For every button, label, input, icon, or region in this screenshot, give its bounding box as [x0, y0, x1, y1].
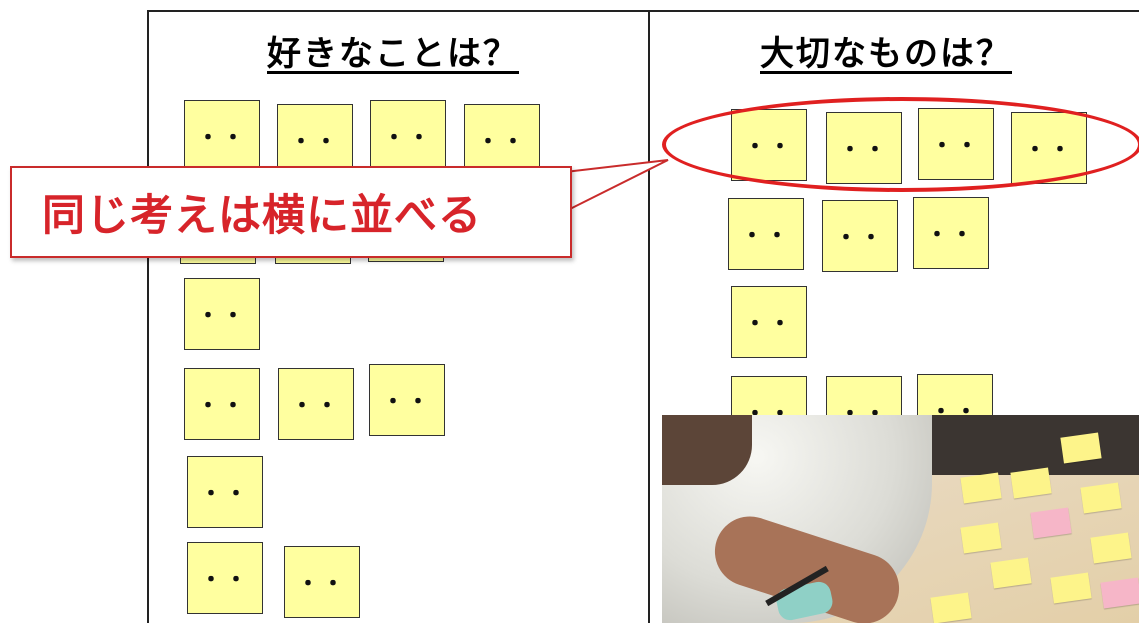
- sticky-note: ・・: [464, 104, 540, 176]
- photo-sticky-note: [1100, 577, 1139, 609]
- board-frame: [147, 10, 1139, 623]
- photo-sticky-note: [1080, 482, 1122, 514]
- sticky-note: ・・: [278, 368, 354, 440]
- sticky-note: ・・: [822, 200, 898, 272]
- sticky-note: ・・: [184, 368, 260, 440]
- callout-label: 同じ考えは横に並べる: [10, 166, 572, 258]
- classroom-photo: [662, 415, 1139, 623]
- sticky-note: ・・: [913, 197, 989, 269]
- photo-sticky-note: [990, 557, 1032, 589]
- sticky-note: ・・: [731, 286, 807, 358]
- photo-sticky-note: [1050, 572, 1092, 604]
- sticky-note: ・・: [284, 546, 360, 618]
- photo-person-head: [662, 415, 752, 485]
- photo-sticky-note: [1060, 432, 1102, 464]
- sticky-note: ・・: [369, 364, 445, 436]
- sticky-note: ・・: [187, 456, 263, 528]
- photo-sticky-note: [1010, 467, 1052, 499]
- photo-sticky-note: [960, 472, 1002, 504]
- sticky-note: ・・: [370, 100, 446, 172]
- column-divider: [648, 10, 650, 623]
- sticky-note: ・・: [277, 104, 353, 176]
- highlight-ellipse: [662, 97, 1139, 192]
- photo-sticky-note: [930, 592, 972, 623]
- right-column-heading: 大切なものは？: [760, 34, 1012, 74]
- sticky-note: ・・: [187, 542, 263, 614]
- photo-sticky-note: [1090, 532, 1132, 564]
- photo-sticky-note: [1030, 507, 1072, 539]
- sticky-note: ・・: [184, 278, 260, 350]
- photo-sticky-note: [960, 522, 1002, 554]
- sticky-note: ・・: [184, 100, 260, 172]
- left-column-heading: 好きなことは？: [267, 34, 519, 74]
- sticky-note: ・・: [728, 198, 804, 270]
